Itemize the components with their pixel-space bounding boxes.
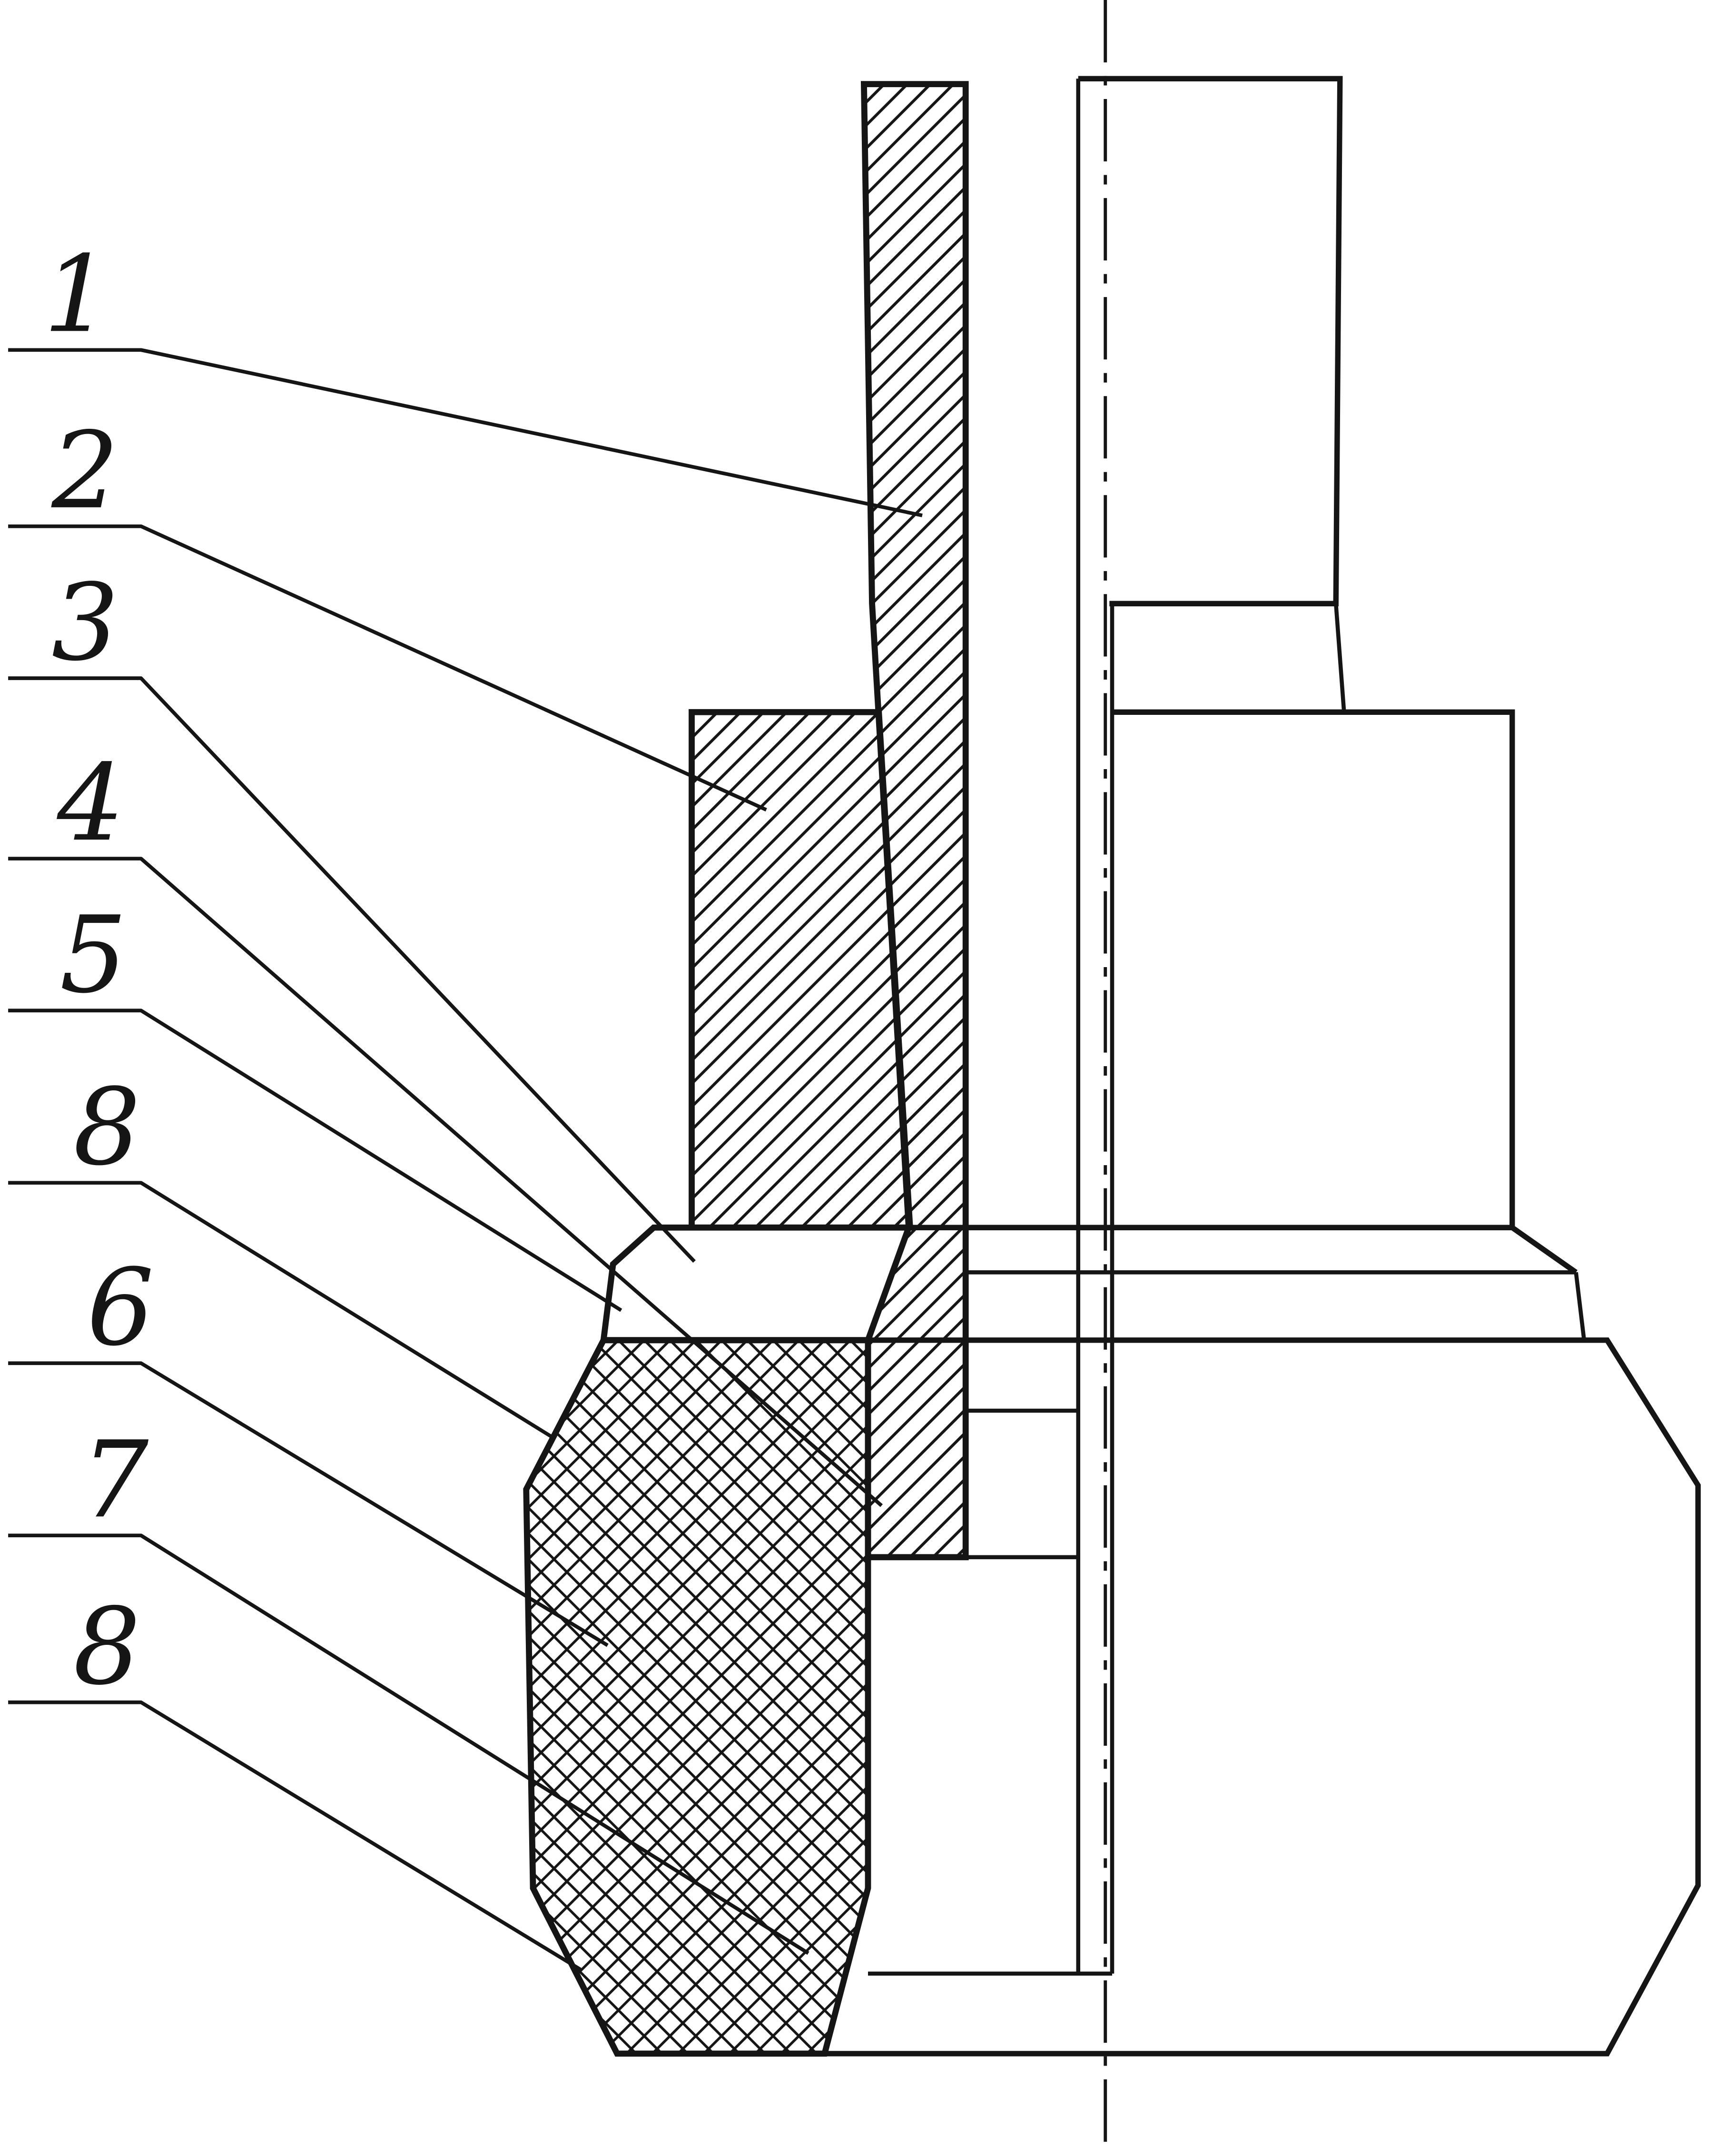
- fitting-exterior-view: [824, 76, 1701, 2057]
- outer-pipe-neck-edge: [1333, 603, 1346, 712]
- part-label-4: 4: [57, 742, 124, 865]
- part-label-2: 2: [51, 410, 118, 533]
- part-labels: 1 2 3 4 5 8 6 7 8: [43, 233, 154, 1708]
- collar-right-edge: [1574, 1272, 1587, 1341]
- nut-body: [824, 1337, 1701, 2057]
- part-label-8b: 8: [73, 1586, 140, 1709]
- leader-line-1: [8, 348, 923, 517]
- outer-pipe-upper: [1078, 76, 1343, 606]
- body-chamfer-edge: [1510, 1225, 1578, 1275]
- fitting-body: [1112, 709, 1515, 1228]
- part-label-5: 5: [59, 894, 127, 1017]
- leader-line-5: [8, 1009, 622, 1312]
- leader-line-8b: [8, 1700, 582, 1971]
- part-label-1: 1: [43, 233, 110, 356]
- part-label-6: 6: [87, 1246, 154, 1369]
- leader-line-8a: [8, 1181, 554, 1440]
- part-label-8a: 8: [73, 1066, 140, 1189]
- leader-line-4: [8, 857, 883, 1507]
- washer-ring-section: [600, 1224, 913, 1344]
- part-label-7: 7: [81, 1419, 149, 1542]
- section-view: [523, 81, 969, 2057]
- leader-lines: [8, 348, 923, 1971]
- leader-line-6: [8, 1361, 609, 1647]
- part-label-3: 3: [51, 562, 118, 684]
- seal-section: [523, 1337, 871, 2057]
- leader-line-3: [8, 676, 696, 1263]
- leader-line-7: [8, 1533, 809, 1955]
- leader-line-2: [8, 524, 767, 811]
